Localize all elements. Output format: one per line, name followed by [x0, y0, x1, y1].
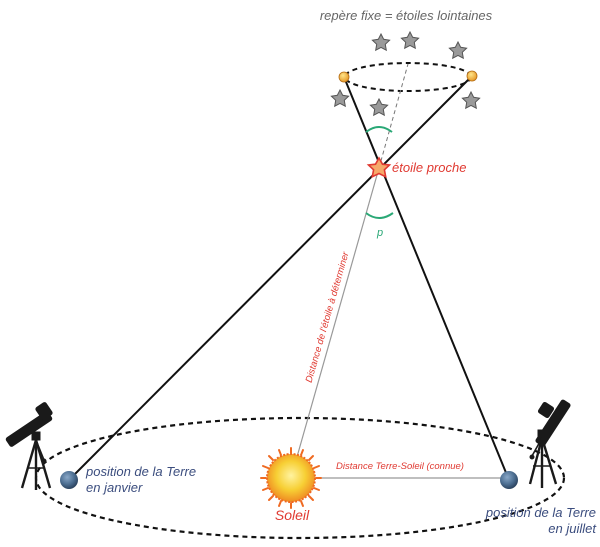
- projection-point-right: [466, 70, 478, 82]
- earth-sun-distance-label: Distance Terre-Soleil (connue): [336, 461, 464, 472]
- earth-january-label-line2: en janvier: [86, 480, 143, 495]
- earth-july-label-line2: en juillet: [548, 521, 597, 536]
- sight-line-july: [343, 76, 510, 481]
- telescope-july-icon: [528, 399, 571, 488]
- reference-label: repère fixe = étoiles lointaines: [320, 8, 493, 23]
- earth-july-icon: [500, 471, 518, 489]
- parallax-arc-upper: [365, 126, 393, 133]
- projection-ellipse: [344, 62, 472, 92]
- distant-star: [369, 97, 389, 117]
- distant-star: [371, 32, 391, 52]
- star-distance-line: [290, 167, 380, 479]
- star-distance-label: Distance de l'étoile à déterminer: [304, 250, 352, 384]
- sight-line-january: [68, 75, 473, 481]
- telescope-january-icon: [5, 402, 53, 490]
- projection-axis: [378, 63, 409, 169]
- near-star-icon: [366, 156, 392, 179]
- earth-january-label-line1: position de la Terre: [85, 464, 196, 479]
- near-star-label: étoile proche: [392, 160, 466, 175]
- earth-january-icon: [60, 471, 78, 489]
- sun-label: Soleil: [275, 507, 310, 523]
- distant-star: [461, 90, 481, 110]
- distant-star: [330, 88, 350, 108]
- earth-july-label-line1: position de la Terre: [485, 505, 596, 520]
- distant-star: [400, 30, 420, 50]
- parallax-label: p: [376, 227, 383, 239]
- parallax-arc-lower: [365, 212, 394, 219]
- projection-point-left: [338, 71, 350, 83]
- sun-icon: [260, 447, 322, 509]
- distant-stars: [330, 30, 481, 117]
- distant-star: [448, 40, 468, 60]
